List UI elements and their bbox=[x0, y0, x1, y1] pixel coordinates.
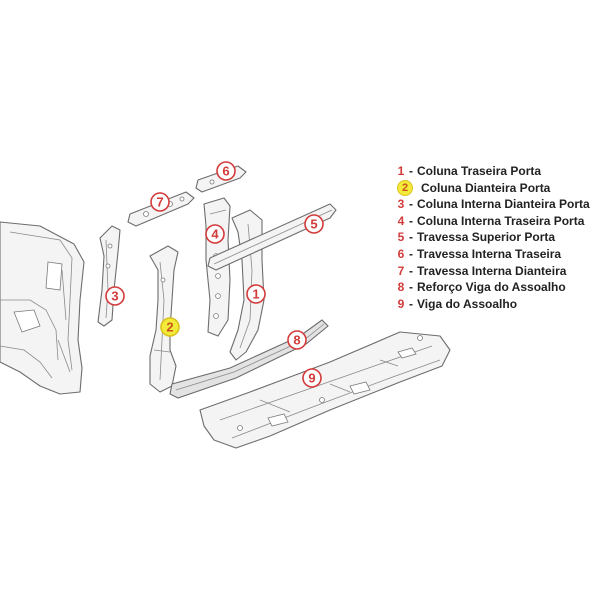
legend-number: 9 bbox=[397, 296, 405, 311]
legend-item: 7 - Travessa Interna Dianteira bbox=[397, 263, 567, 278]
legend-number-highlighted: 2 bbox=[397, 179, 413, 196]
legend-label: Coluna Traseira Porta bbox=[417, 164, 542, 178]
part-8-floor-beam-reinforcement bbox=[169, 319, 329, 399]
marker-1: 1 bbox=[246, 284, 266, 304]
legend-item: 3 - Coluna Interna Dianteira Porta bbox=[397, 197, 590, 212]
body-side-panel bbox=[0, 221, 85, 395]
svg-text:4: 4 bbox=[211, 227, 219, 242]
part-3-inner-front-pillar bbox=[97, 225, 121, 327]
svg-text:9: 9 bbox=[308, 371, 315, 386]
legend-label: Viga do Assoalho bbox=[417, 296, 518, 311]
legend-item: 9 - Viga do Assoalho bbox=[397, 296, 518, 311]
svg-text:1: 1 bbox=[252, 287, 259, 302]
legend-number: 6 bbox=[397, 246, 405, 261]
svg-text:7: 7 bbox=[156, 195, 163, 210]
svg-text:8: 8 bbox=[293, 333, 300, 348]
legend-label: Travessa Interna Dianteira bbox=[417, 263, 567, 278]
marker-5: 5 bbox=[304, 214, 324, 234]
part-9-floor-panel bbox=[199, 331, 451, 449]
legend-label: Travessa Superior Porta bbox=[417, 230, 556, 245]
svg-text:3: 3 bbox=[111, 289, 118, 304]
parts-legend: 1 - Coluna Traseira Porta 2 Coluna Diant… bbox=[397, 163, 590, 312]
svg-text:6: 6 bbox=[222, 164, 229, 179]
marker-4: 4 bbox=[205, 224, 225, 244]
marker-3: 3 bbox=[105, 286, 125, 306]
part-2-front-pillar bbox=[149, 245, 179, 393]
marker-8: 8 bbox=[287, 330, 307, 350]
legend-number: 3 bbox=[397, 197, 405, 212]
legend-number: 8 bbox=[397, 280, 405, 295]
legend-item: 2 Coluna Dianteira Porta bbox=[397, 179, 590, 197]
legend-label: Coluna Dianteira Porta bbox=[421, 180, 551, 195]
legend-number: 7 bbox=[397, 263, 405, 278]
legend-item: 8 - Reforço Viga do Assoalho bbox=[397, 280, 566, 295]
legend-number: 5 bbox=[397, 230, 405, 245]
legend-label: Coluna Interna Dianteira Porta bbox=[417, 197, 590, 212]
legend-item: 5 - Travessa Superior Porta bbox=[397, 230, 556, 245]
legend-number: 4 bbox=[397, 213, 405, 228]
svg-text:2: 2 bbox=[166, 320, 173, 335]
marker-2: 2 bbox=[160, 317, 180, 337]
legend-item: 1 - Coluna Traseira Porta bbox=[397, 164, 542, 178]
marker-7: 7 bbox=[150, 192, 170, 212]
legend-label: Travessa Interna Traseira bbox=[417, 246, 562, 261]
legend-label: Reforço Viga do Assoalho bbox=[417, 280, 566, 295]
legend-label: Coluna Interna Traseira Porta bbox=[417, 213, 585, 228]
legend-item: 6 - Travessa Interna Traseira bbox=[397, 246, 562, 261]
marker-9: 9 bbox=[302, 368, 322, 388]
legend-number: 1 bbox=[397, 164, 405, 178]
svg-text:5: 5 bbox=[310, 217, 317, 232]
legend-item: 4 - Coluna Interna Traseira Porta bbox=[397, 213, 585, 228]
marker-6: 6 bbox=[216, 161, 236, 181]
